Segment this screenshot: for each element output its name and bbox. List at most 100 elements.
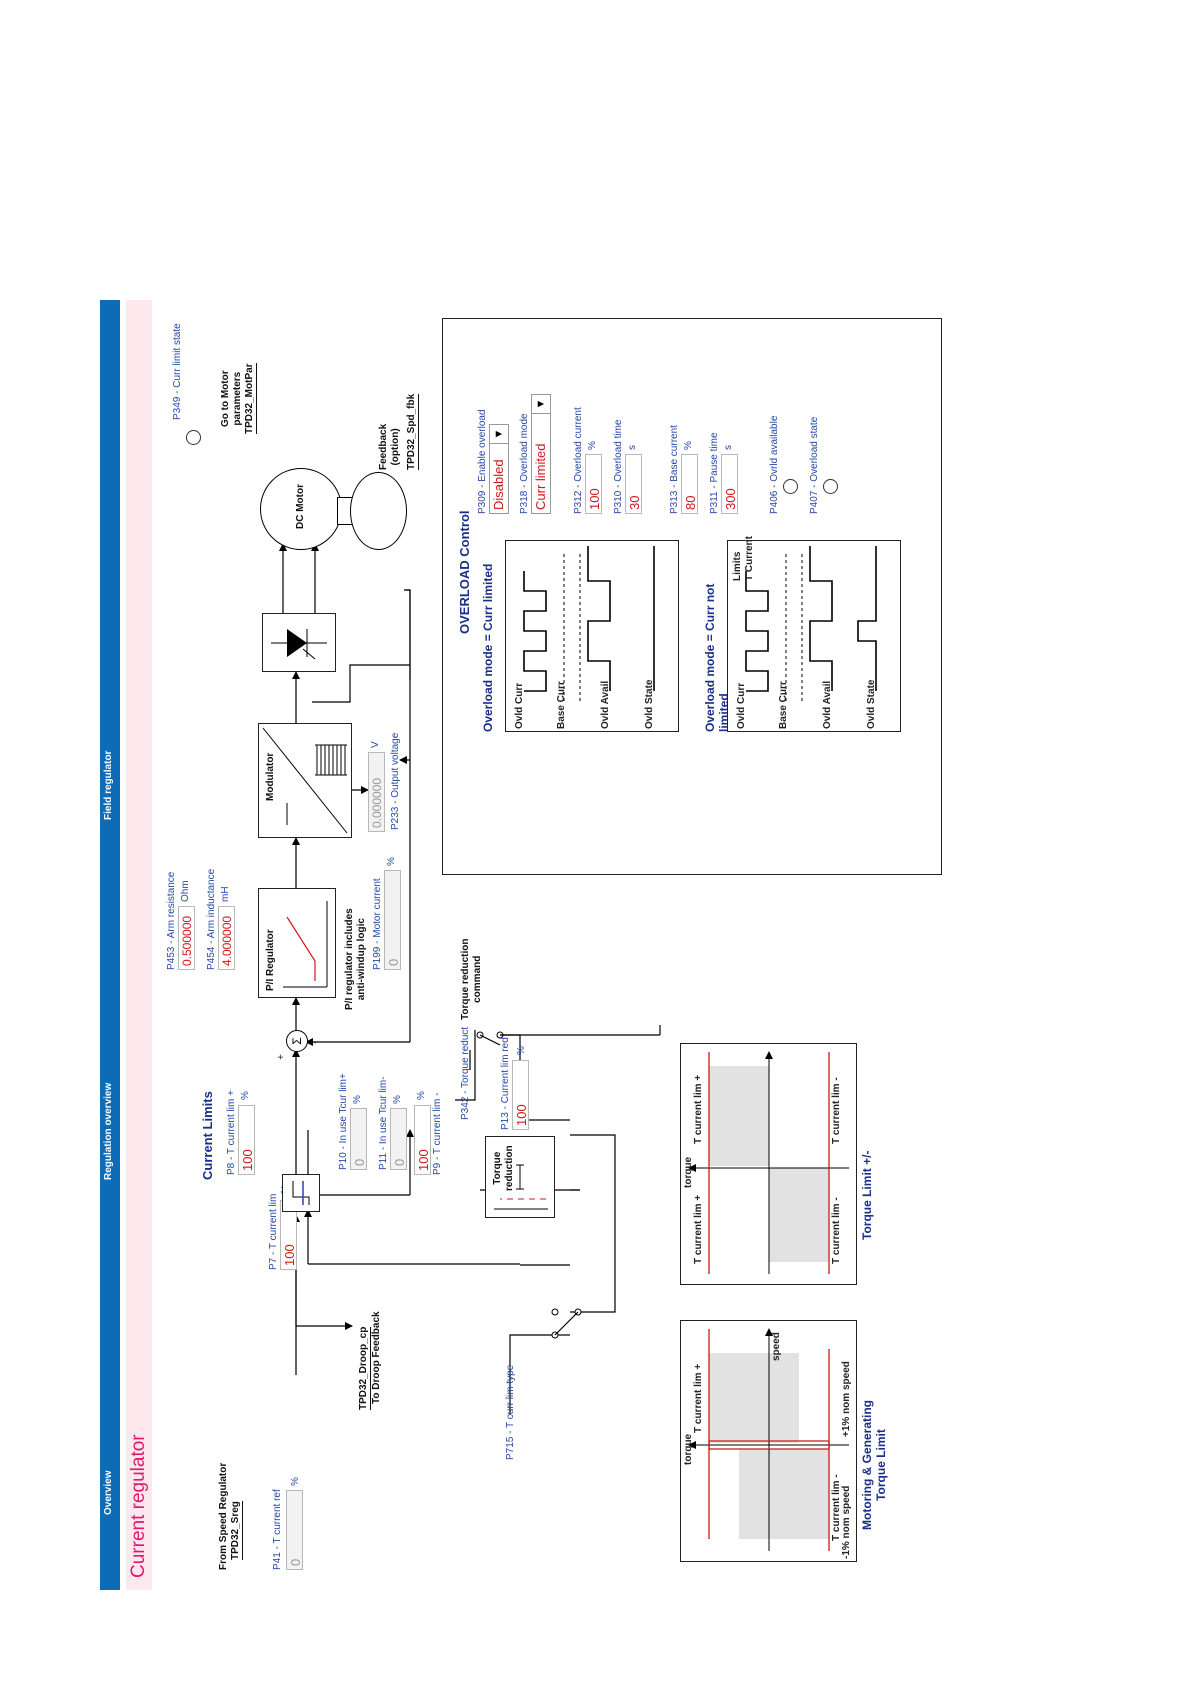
p11-field[interactable]: 0 xyxy=(390,1108,407,1170)
p715-switch-arm xyxy=(554,1311,579,1336)
p9-field[interactable]: 100 xyxy=(414,1105,431,1175)
current-limits-title: Current Limits xyxy=(200,1091,215,1180)
torque-reduction-command: Torque reduction command xyxy=(460,938,483,1020)
p41-label: P41 - T current ref xyxy=(272,1489,283,1570)
p10-field[interactable]: 0 xyxy=(350,1108,367,1170)
p311-label: P311 - Pause time xyxy=(709,432,720,514)
p349-led xyxy=(186,430,201,445)
motoring-speed-plus: +1% nom speed xyxy=(841,1361,852,1437)
p311-unit: s xyxy=(723,445,734,450)
torque-limit-title: Torque Limit +/- xyxy=(860,1150,874,1240)
p199-field[interactable]: 0 xyxy=(384,870,401,970)
thyristor-icon xyxy=(271,629,327,660)
p313-unit: % xyxy=(683,441,694,450)
motoring-graph-svg xyxy=(688,1328,849,1551)
overload-chart-2-t-current: T Current xyxy=(744,536,755,581)
droop-target: TPD32_Droop_cp To Droop Feedback xyxy=(358,1311,383,1410)
spd-fbk-link[interactable]: TPD32_Spd_fbk xyxy=(406,393,419,470)
overload-chart-2-limits: Limits xyxy=(732,551,743,581)
overload-chart-2-ovld-avail: Ovld Avail xyxy=(822,680,833,729)
p199-unit: % xyxy=(386,857,397,866)
feedback-label: Feedback (option) xyxy=(378,423,401,470)
overload-chart-1-base-curr: Base Curr xyxy=(556,681,567,729)
p310-field[interactable]: 30 xyxy=(625,454,642,514)
p454-field[interactable]: 4.000000 xyxy=(218,906,235,970)
p10-label: P10 - In use Tcur lim+ xyxy=(338,1073,349,1170)
chevron-down-icon: ▼ xyxy=(532,395,550,414)
p41-field[interactable]: 0 xyxy=(286,1490,303,1570)
torque-limit-lim-plus-right: T current lim + xyxy=(693,1074,704,1144)
p454-unit: mH xyxy=(220,886,231,902)
dc-motor-label: DC Motor xyxy=(295,484,306,529)
p312-field[interactable]: 100 xyxy=(585,454,602,514)
p309-select[interactable]: Disabled ▼ xyxy=(489,424,509,514)
rectifier-block xyxy=(262,613,336,672)
p310-label: P310 - Overload time xyxy=(613,419,624,515)
p318-value: Curr limited xyxy=(533,443,548,510)
overload-control-panel: OVERLOAD Control Overload mode = Curr li… xyxy=(442,318,942,875)
wire-p715-b xyxy=(570,1134,616,1313)
overload-chart-2-base-curr: Base Curr xyxy=(778,681,789,729)
pi-note: P/I regulator includes anti-windup logic xyxy=(344,908,367,1010)
chevron-down-icon: ▼ xyxy=(490,425,508,444)
p453-unit: Ohm xyxy=(180,880,191,902)
p11-unit: % xyxy=(392,1095,403,1104)
p9-unit: % xyxy=(416,1091,427,1100)
p312-label: P312 - Overload current xyxy=(573,407,584,514)
p715-contact-b xyxy=(551,1308,559,1316)
p453-field[interactable]: 0.500000 xyxy=(178,906,195,970)
p233-label: P233 - Output voltage xyxy=(390,732,401,830)
p349-label: P349 - Curr limit state xyxy=(172,323,183,420)
p318-select[interactable]: Curr limited ▼ xyxy=(531,394,551,514)
current-limiter-block xyxy=(282,1174,320,1212)
pi-regulator-block: P/I Regulator xyxy=(258,888,336,998)
p313-field[interactable]: 80 xyxy=(681,454,698,514)
overload-chart-1-ovld-curr: Ovld Curr xyxy=(514,682,525,729)
droop-label: To Droop Feedback xyxy=(371,1311,382,1404)
torque-reduction-label: Torque reduction xyxy=(492,1145,515,1191)
overload-chart-2-ovld-state: Ovld State xyxy=(866,679,877,729)
droop-link[interactable]: TPD32_Droop_cp xyxy=(358,1326,371,1410)
speed-regulator-link[interactable]: TPD32_Sreg xyxy=(230,1501,243,1560)
p233-field[interactable]: 0.000000 xyxy=(368,752,385,832)
overload-chart-2: Overload mode = Curr not limited Ovld Cu… xyxy=(703,536,923,732)
wire-torque-cmd xyxy=(455,1030,476,1101)
motor-params-link[interactable]: TPD32_MotPar xyxy=(244,363,257,434)
p309-label: P309 - Enable overload xyxy=(477,409,488,514)
p13-label: P13 - Current lim red xyxy=(500,1037,511,1130)
motoring-axis-torque: torque xyxy=(683,1433,694,1465)
torque-limit-lim-minus-left: T current lim - xyxy=(831,1197,842,1264)
p233-unit: V xyxy=(370,741,381,748)
p8-field[interactable]: 100 xyxy=(238,1105,255,1175)
p342-label: P342 - Torque reduct xyxy=(460,1026,471,1120)
motoring-speed-minus: -1% nom speed xyxy=(841,1485,852,1559)
p406-led xyxy=(783,479,798,494)
p41-unit: % xyxy=(290,1477,301,1486)
overload-chart-1-frame: Ovld Curr Base Curr Ovld Avail Ovld Stat… xyxy=(505,540,679,732)
motoring-title: Motoring & Generating Torque Limit xyxy=(860,1400,888,1530)
pi-regulator-label: P/I Regulator xyxy=(265,929,276,991)
overload-title: OVERLOAD Control xyxy=(457,510,472,635)
torque-reduction-icon xyxy=(494,1164,548,1210)
p309-value: Disabled xyxy=(491,459,506,510)
p11-label: P11 - In use Tcur lim- xyxy=(378,1076,389,1170)
overload-chart-1-title: Overload mode = Curr limited xyxy=(481,563,495,732)
torque-limit-axis-torque: torque xyxy=(683,1156,694,1188)
torque-reduction-block: Torque reduction xyxy=(485,1136,555,1218)
overload-chart-1-ovld-avail: Ovld Avail xyxy=(600,680,611,729)
speed-regulator-source: From Speed Regulator TPD32_Sreg xyxy=(218,1463,243,1570)
motoring-graph: torque speed T current lim + T current l… xyxy=(680,1320,857,1562)
p13-field[interactable]: 100 xyxy=(512,1060,529,1130)
wire-fbk xyxy=(312,664,410,703)
spd-fbk-link-block: TPD32_Spd_fbk xyxy=(406,393,419,470)
overload-chart-2-svg xyxy=(745,546,877,701)
p342-switch-arm xyxy=(479,1034,501,1046)
p311-field[interactable]: 300 xyxy=(721,454,738,514)
overload-chart-1: Overload mode = Curr limited Ovld Curr B… xyxy=(481,540,681,732)
p318-label: P318 - Overload mode xyxy=(519,413,530,514)
p13-unit: % xyxy=(516,1046,527,1055)
dc-motor: DC Motor xyxy=(260,468,342,550)
torque-limit-lim-minus-right: T current lim - xyxy=(831,1077,842,1144)
overload-chart-1-ovld-state: Ovld State xyxy=(644,679,655,729)
p8-unit: % xyxy=(240,1091,251,1100)
